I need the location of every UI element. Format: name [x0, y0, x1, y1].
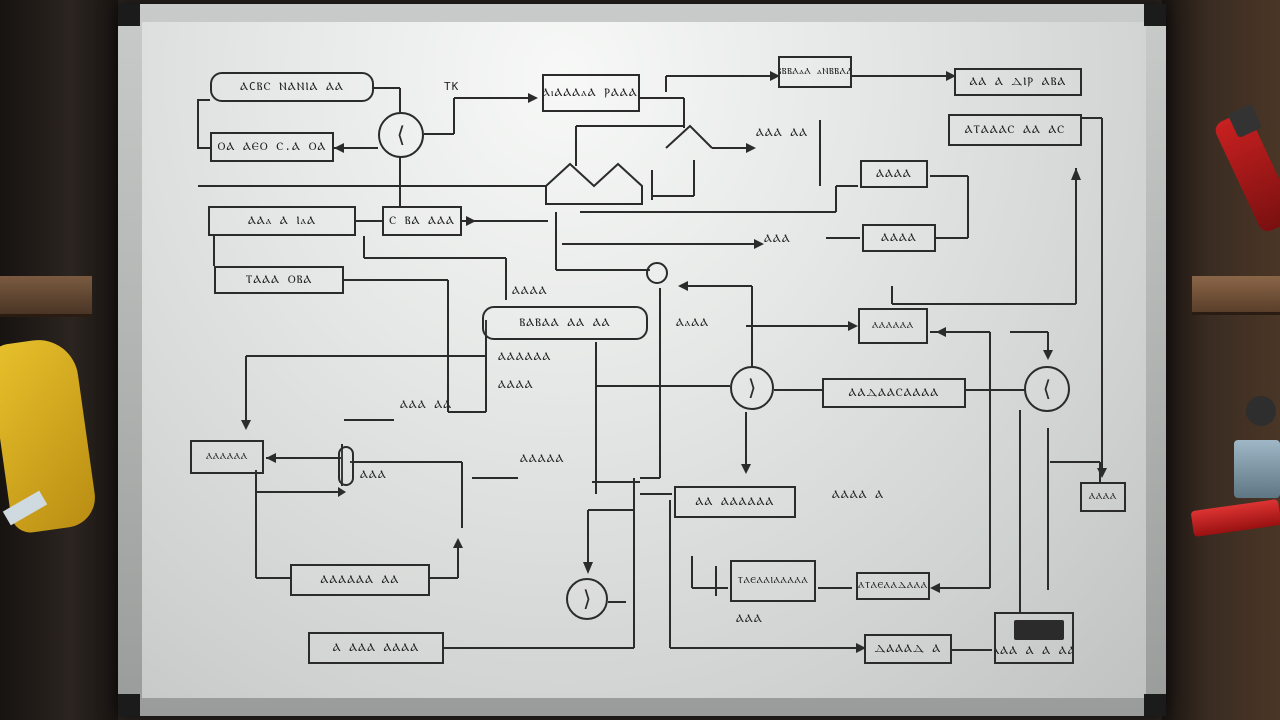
junction-node [646, 262, 668, 284]
frame-corner [118, 4, 140, 26]
summing-junction: ⟩ [566, 578, 608, 620]
diagram-block: ⲂⲂⲂⲀⲁⲀ ⲁⲚⲂⲂⲀⲀ [778, 56, 852, 88]
handwritten-note: ⲀⲀⲀ ⲀⲀ [756, 126, 809, 139]
diagram-block: ⲦⲀⲀⲀ ⲞⲂⲀ [214, 266, 344, 294]
handwritten-note: ⲀⲀⲀⲀ Ⲁ [832, 488, 885, 501]
handwritten-note: ⲀⲀⲀ [764, 232, 791, 245]
diagram-block: ⲦⲦⲀⲓⲀⲀⲀⲁⲀ ⲢⲀⲀⲀⲀⲀ [542, 74, 640, 112]
blue-handheld-device [1234, 440, 1280, 498]
frame-corner [118, 694, 140, 716]
diagram-block: Ⲥ ⲂⲀ ⲀⲀⲀ [382, 206, 462, 236]
handwritten-note: ⲀⲀⲀ ⲀⲀ [400, 398, 453, 411]
diagram-block: ⲀCⲂⲤ ⲚⲀⲚⲒⲀ ⲀⲀ [210, 72, 374, 102]
diagram-block: ⲀⲀ Ⲁ ⲆⲒⲢ ⲀⲂⲀ [954, 68, 1082, 96]
frame-corner [1144, 4, 1166, 26]
left-shelf [0, 276, 92, 317]
diagram-block: ⲀⲀⲀⲀⲀⲀ [190, 440, 264, 474]
handwritten-note: ⲀⲀⲀ [360, 468, 387, 481]
diagram-block: ⲀⲦⲀⲀⲀⲤ ⲀⲀ ⲀⲤ [948, 114, 1082, 146]
diagram-block: ⲦⲀⲈⲀⲀⲒⲀⲀⲀⲀⲀ [730, 560, 816, 602]
frame-corner [1144, 694, 1166, 716]
summing-junction: ⟩ [730, 366, 774, 410]
diagram-block: ⲀⲀⲆⲀⲀⲤⲀⲀⲀⲀ [822, 378, 966, 408]
diagram-block: Ⲁ ⲀⲀⲀ ⲀⲀⲀⲀ [308, 632, 444, 664]
handwritten-note: ⲀⲀⲀⲀ [512, 284, 548, 297]
diagram-block: ⲀⲦⲀⲈⲀⲀⲆⲀⲀⲀ [856, 572, 930, 600]
summing-junction: ⟨ [1024, 366, 1070, 412]
handwritten-note: ⲀⲀⲀⲀⲀⲀ [498, 350, 552, 363]
right-shelf [1192, 276, 1280, 315]
handwritten-note: ⲀⲀⲀⲀⲀ [520, 452, 565, 465]
diagram-block: ⲀⲀⲀⲀⲀⲀ [858, 308, 928, 344]
diagram-block: ⲀⲀ ⲀⲀⲀⲀⲀⲀ [674, 486, 796, 518]
display-panel [1014, 620, 1064, 640]
handwritten-note: ⲀⲁⲀⲀ [676, 316, 710, 329]
whiteboard-surface [142, 22, 1146, 698]
diagram-block: ⲞⲀ ⲀⲈⲞ Ⲥ.Ⲁ ⲞⲀ [210, 132, 334, 162]
junction-node [338, 446, 354, 486]
handwritten-note: ⲀⲀⲀ [736, 612, 763, 625]
right-wall [1162, 0, 1280, 720]
handwritten-note: TK [444, 80, 460, 93]
diagram-block: ⲆⲀⲀⲀⲆ Ⲁ [864, 634, 952, 664]
diagram-block: ⲀⲀⲀⲀ [860, 160, 928, 188]
wall-knob [1246, 396, 1276, 426]
summing-junction: ⟨ [378, 112, 424, 158]
diagram-block: ⲀⲀⲀⲀ [862, 224, 936, 252]
handwritten-note: ⲀⲀⲀⲀ [498, 378, 534, 391]
diagram-block: ⲂⲀⲂⲀⲀ ⲀⲀ ⲀⲀ [482, 306, 648, 340]
diagram-block: ⲀⲀⲁ Ⲁ ⲒⲁⲀ [208, 206, 356, 236]
diagram-block: ⲀⲀⲀⲀ [1080, 482, 1126, 512]
diagram-block: ⲀⲀⲀⲀⲀⲀ ⲀⲀ [290, 564, 430, 596]
